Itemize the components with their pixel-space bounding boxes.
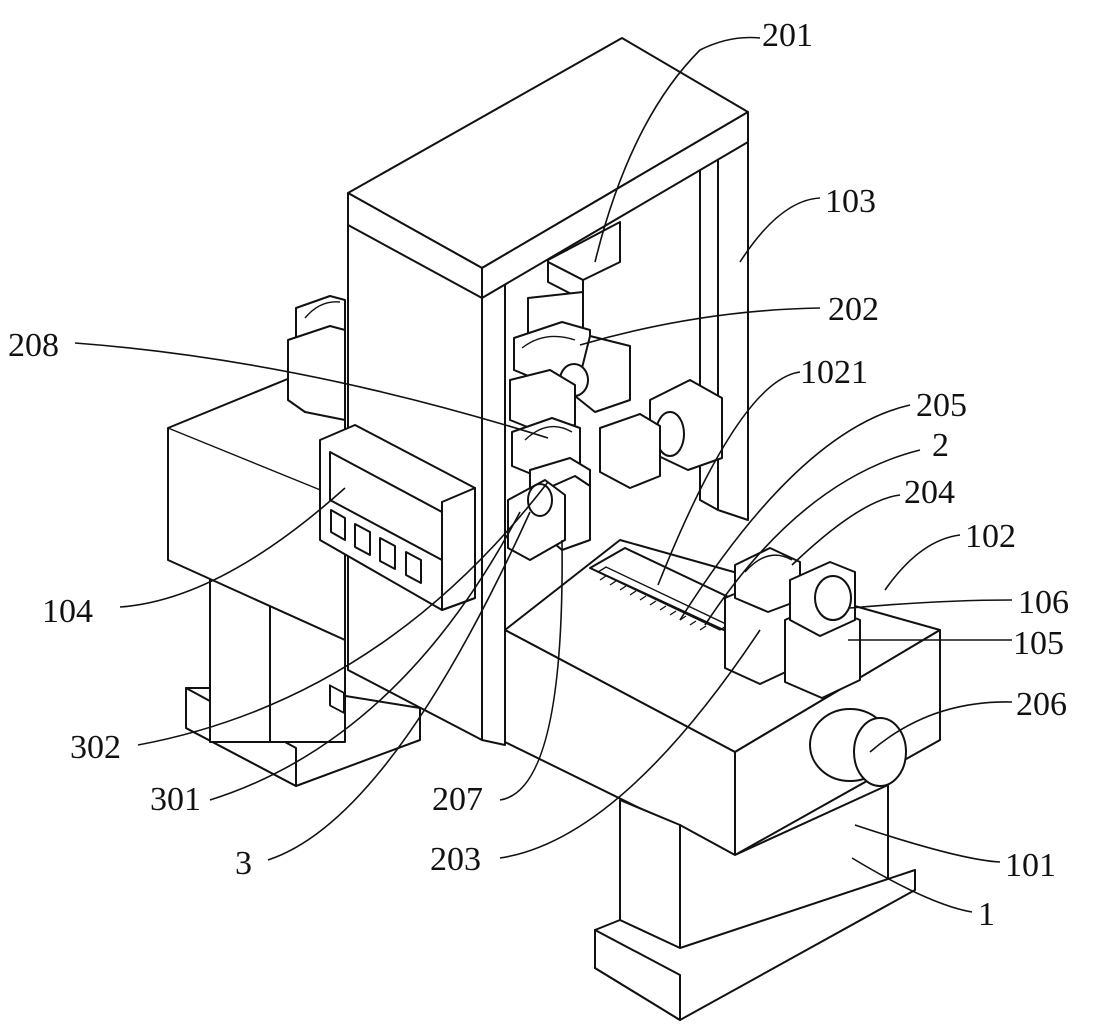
label-2: 2 — [932, 427, 949, 464]
label-105: 105 — [1013, 625, 1064, 662]
label-205: 205 — [916, 387, 967, 424]
label-204: 204 — [904, 474, 955, 511]
label-206: 206 — [1016, 686, 1067, 723]
label-103: 103 — [825, 183, 876, 220]
label-101: 101 — [1005, 847, 1056, 884]
left-side-housing — [168, 378, 345, 640]
motor-base — [785, 562, 860, 698]
label-208: 208 — [8, 327, 59, 364]
label-3: 3 — [235, 845, 252, 882]
label-102: 102 — [965, 518, 1016, 555]
label-207: 207 — [432, 781, 483, 818]
rear-left-clamp — [288, 296, 345, 420]
label-1021: 1021 — [800, 354, 868, 391]
label-201: 201 — [762, 17, 813, 54]
label-1: 1 — [978, 896, 995, 933]
label-302: 302 — [70, 729, 121, 766]
label-104: 104 — [42, 593, 93, 630]
label-202: 202 — [828, 291, 879, 328]
label-301: 301 — [150, 781, 201, 818]
label-106: 106 — [1018, 584, 1069, 621]
label-203: 203 — [430, 841, 481, 878]
